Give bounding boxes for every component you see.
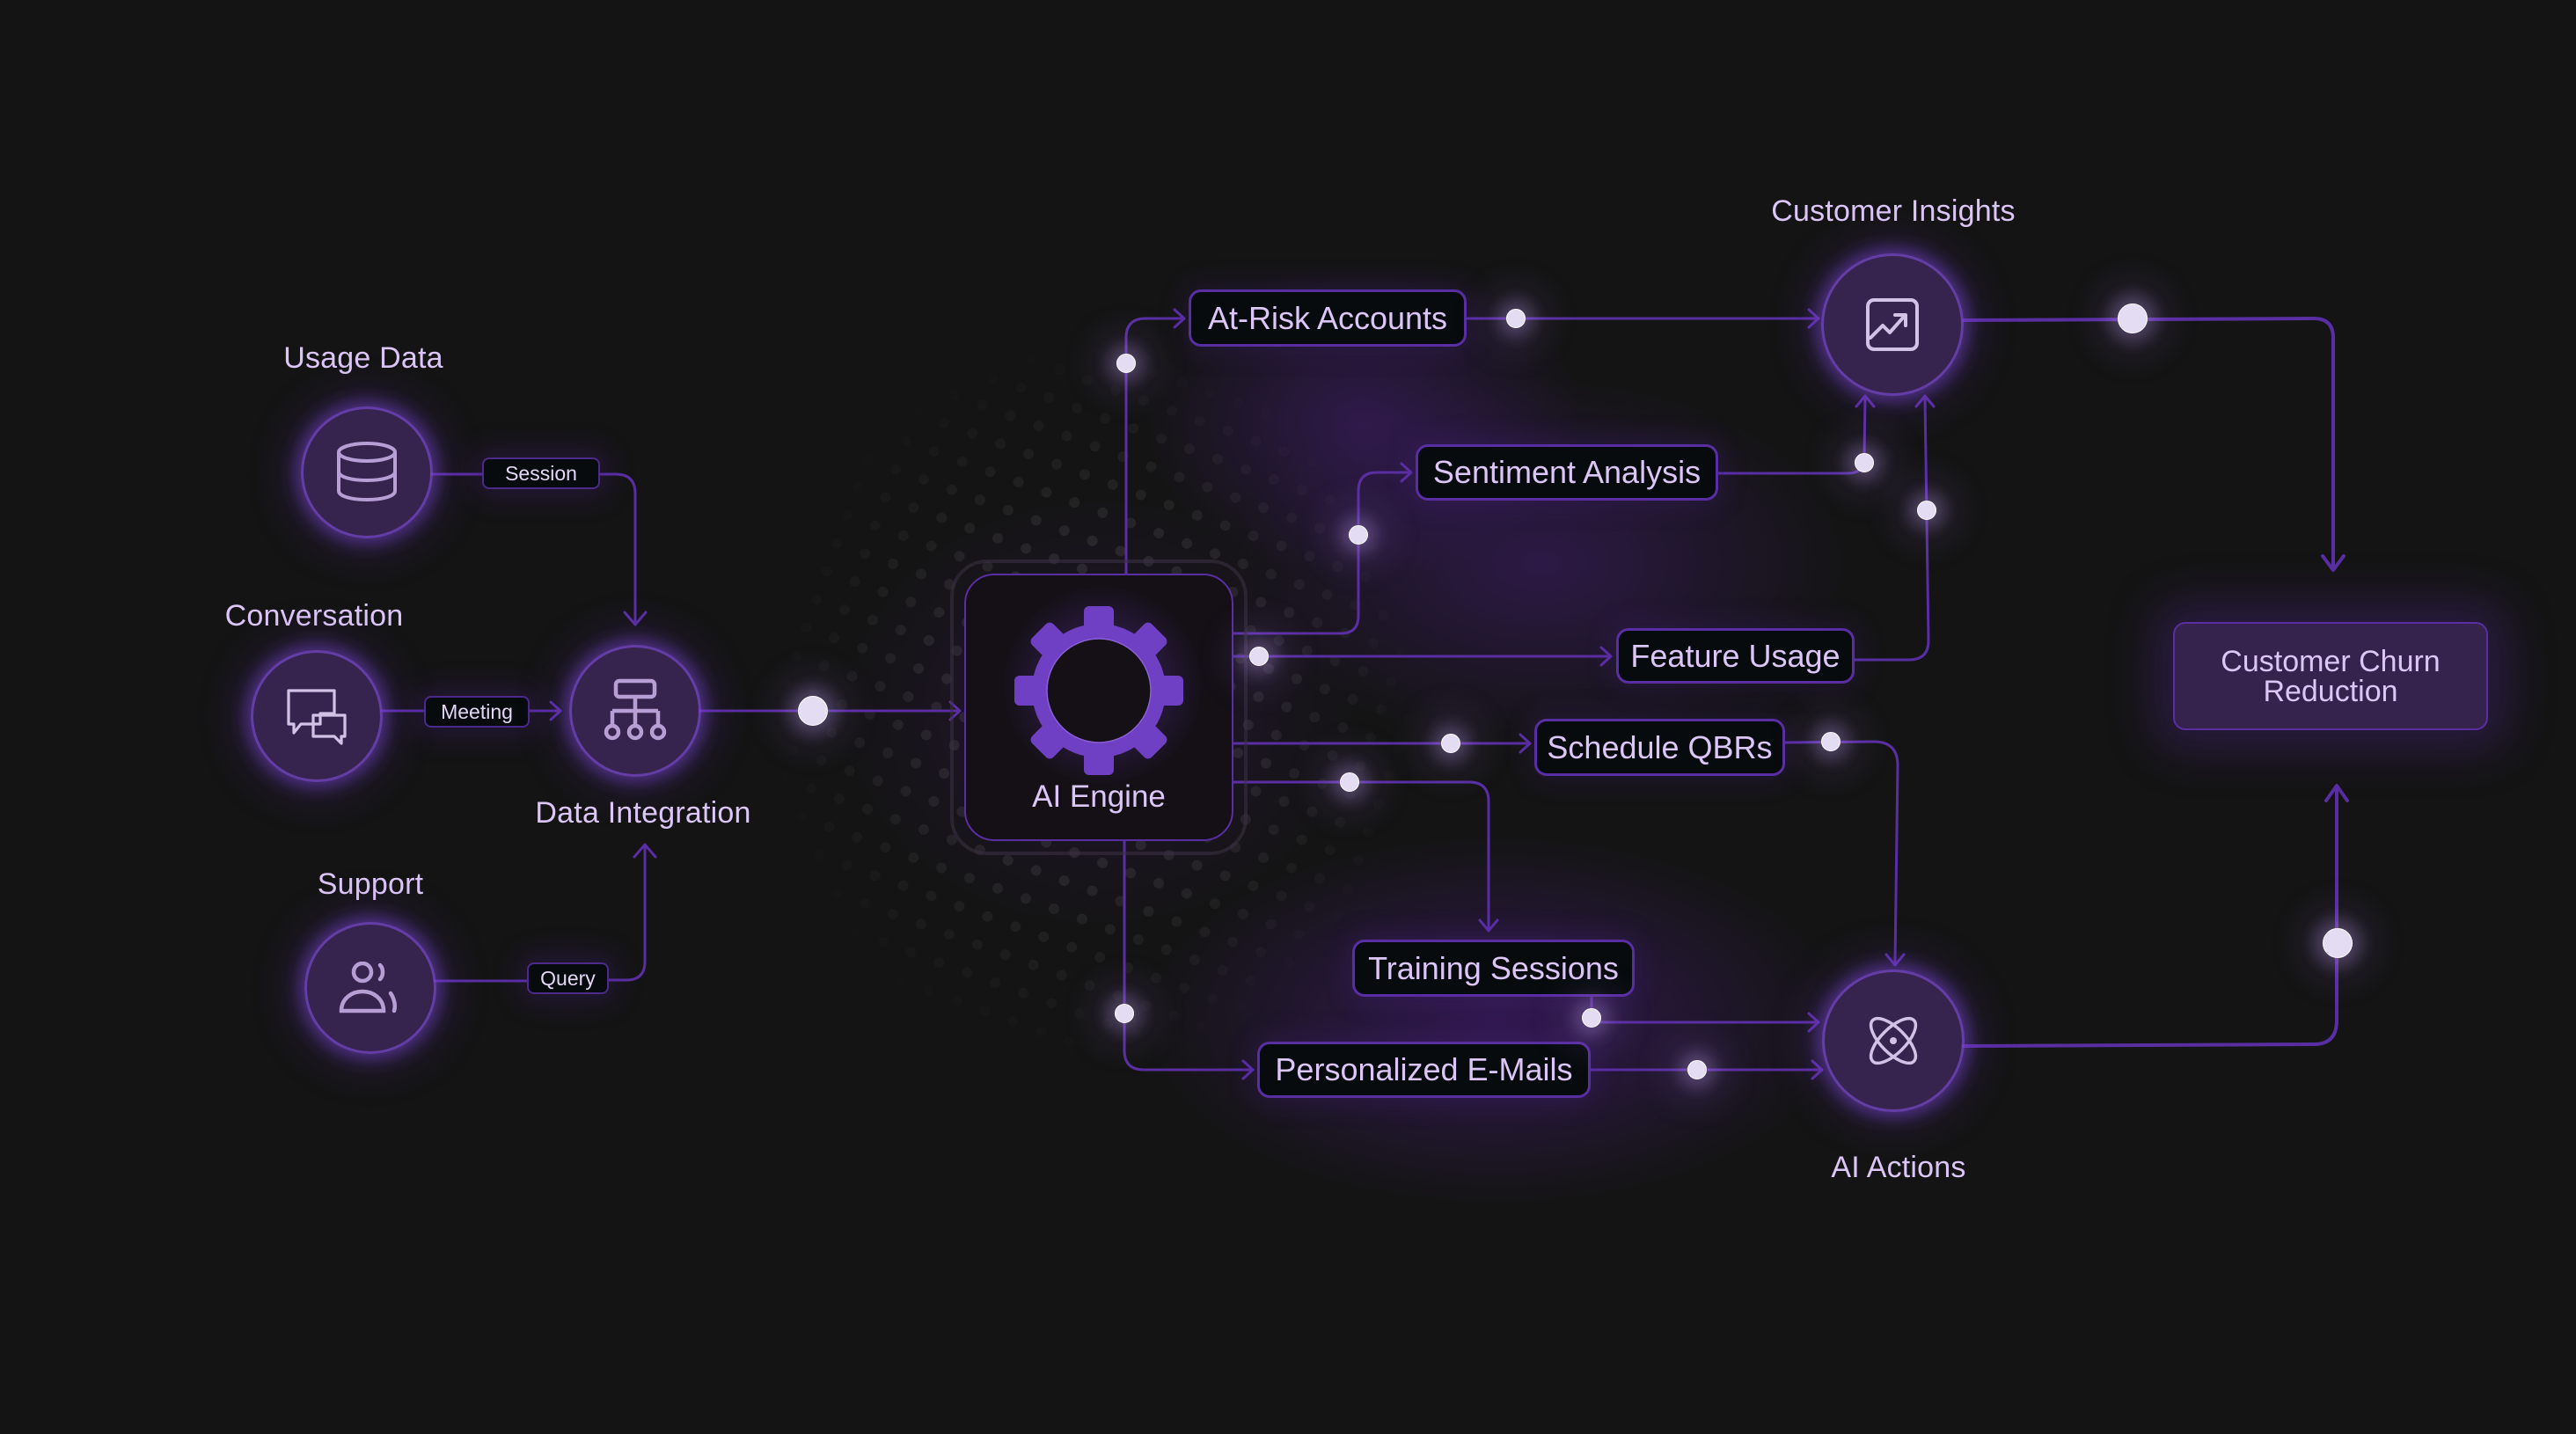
ai-actions-node[interactable]: [1825, 972, 1962, 1109]
hierarchy-icon: [604, 678, 667, 741]
atom-icon: [1869, 1016, 1918, 1065]
flow-dot: [1349, 525, 1368, 545]
flow-dot: [1340, 772, 1359, 792]
gear-icon: [1014, 606, 1183, 775]
data-integration-label: Data Integration: [535, 796, 751, 830]
ai-actions-label: AI Actions: [1831, 1151, 1966, 1184]
flow-dot: [1116, 354, 1136, 373]
goal-line-1: Customer Churn: [2221, 644, 2441, 678]
conversation-node[interactable]: [253, 653, 380, 779]
meeting-connector-label: Meeting: [424, 696, 530, 728]
training-sessions-pill[interactable]: Training Sessions: [1352, 940, 1635, 997]
ai-engine-label: AI Engine: [1032, 779, 1166, 814]
feature-usage-pill[interactable]: Feature Usage: [1616, 628, 1855, 684]
data-integration-node[interactable]: [572, 647, 699, 774]
customer-insights-label: Customer Insights: [1771, 194, 2016, 228]
ai-engine-node[interactable]: AI Engine: [964, 574, 1233, 841]
trend-chart-icon: [1866, 298, 1919, 351]
goal-line-2: Reduction: [2263, 674, 2398, 708]
flow-dot: [1821, 732, 1841, 751]
customer-churn-reduction-box[interactable]: Customer Churn Reduction: [2173, 622, 2488, 730]
chat-bubbles-icon: [287, 689, 347, 745]
usage-data-label: Usage Data: [283, 341, 443, 375]
customer-insights-node[interactable]: [1824, 256, 1961, 393]
conversation-label: Conversation: [224, 599, 404, 633]
flow-dot: [1115, 1004, 1134, 1023]
session-connector-label: Session: [482, 457, 600, 489]
flow-dot: [1917, 501, 1936, 520]
flow-dot: [1582, 1008, 1601, 1028]
flow-dot: [2118, 304, 2148, 333]
at-risk-accounts-pill[interactable]: At-Risk Accounts: [1189, 289, 1467, 347]
schedule-qbrs-pill[interactable]: Schedule QBRs: [1534, 719, 1785, 776]
support-node[interactable]: [307, 925, 434, 1051]
support-label: Support: [317, 867, 424, 901]
database-icon: [337, 442, 397, 502]
flow-dot: [1441, 734, 1460, 753]
users-icon: [339, 962, 398, 1013]
flow-dot: [1687, 1060, 1707, 1079]
sentiment-analysis-pill[interactable]: Sentiment Analysis: [1416, 444, 1718, 501]
flow-dot: [1855, 453, 1874, 472]
flow-dot: [2323, 928, 2353, 958]
usage-data-node[interactable]: [304, 409, 430, 536]
personalized-emails-pill[interactable]: Personalized E-Mails: [1257, 1042, 1591, 1098]
query-connector-label: Query: [527, 962, 609, 994]
flow-dot: [1506, 309, 1526, 328]
engine-outer-frame: [950, 560, 1248, 855]
flow-dot: [798, 696, 828, 726]
flow-dot: [1249, 647, 1269, 666]
